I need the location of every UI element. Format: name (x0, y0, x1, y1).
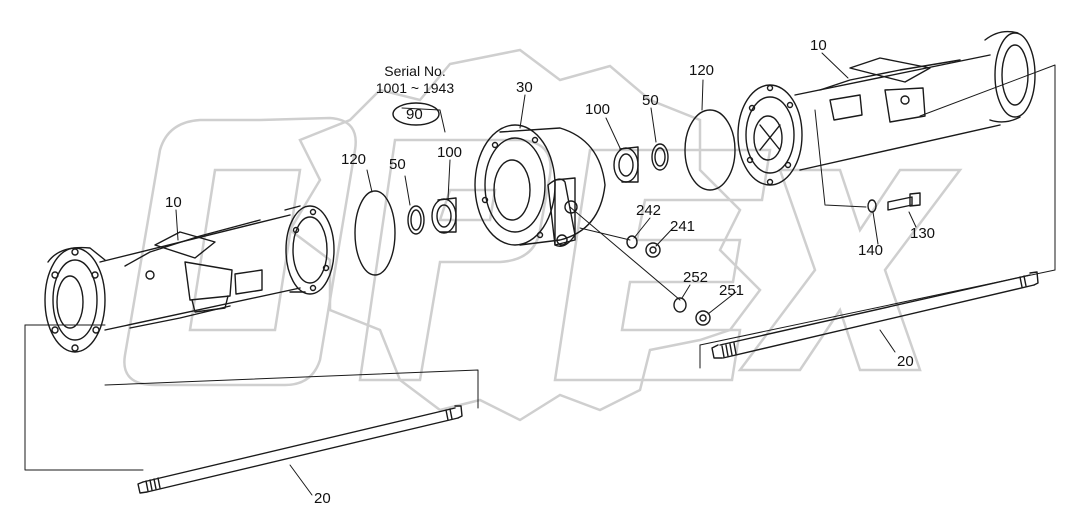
callout-30: 30 (516, 79, 533, 96)
washer-140 (867, 199, 877, 213)
center-differential-housing (474, 124, 606, 247)
callout-90-balloon (392, 102, 440, 126)
callout-100-left: 100 (437, 144, 463, 161)
right-o-ring (684, 109, 736, 191)
callout-241: 241 (670, 218, 696, 235)
right-bearing (613, 146, 639, 183)
leader-lines (175, 52, 917, 496)
callout-20-right: 20 (897, 353, 914, 370)
bolt-130 (887, 192, 921, 211)
assembly-lines (24, 64, 1056, 471)
watermark-letter-p (358, 138, 552, 382)
callout-50-left: 50 (389, 156, 406, 173)
callout-120-left: 120 (341, 151, 367, 168)
serial-range: 1001 ~ 1943 (375, 80, 455, 96)
left-axle-housing (44, 205, 335, 353)
callout-10-left: 10 (165, 194, 182, 211)
right-axle-housing (737, 30, 1036, 186)
callout-100-right: 100 (585, 101, 611, 118)
callout-20-left: 20 (314, 490, 331, 507)
callout-10-right: 10 (810, 37, 827, 54)
left-seal (407, 205, 425, 235)
callout-242: 242 (636, 202, 662, 219)
callout-50-right: 50 (642, 92, 659, 109)
right-seal (651, 143, 669, 171)
nut-251 (695, 310, 711, 326)
callout-251: 251 (719, 282, 745, 299)
washer-242 (626, 235, 638, 249)
callout-252: 252 (683, 269, 709, 286)
callout-90: 90 (406, 106, 423, 123)
nut-241 (645, 242, 661, 258)
left-o-ring (354, 190, 396, 276)
washer-252 (673, 297, 687, 313)
left-axle-shaft (137, 405, 463, 494)
callout-140: 140 (858, 242, 884, 259)
watermark-letter-x (737, 168, 963, 372)
right-axle-shaft (711, 271, 1039, 359)
watermark-letter-e (553, 148, 772, 382)
serial-number-note: Serial No. 1001 ~ 1943 (365, 63, 465, 97)
serial-title: Serial No. (384, 63, 446, 79)
left-bearing (431, 197, 457, 234)
callout-130: 130 (910, 225, 936, 242)
watermark-gear (288, 48, 762, 422)
callout-120-right: 120 (689, 62, 715, 79)
watermark-letter-o (123, 116, 357, 387)
